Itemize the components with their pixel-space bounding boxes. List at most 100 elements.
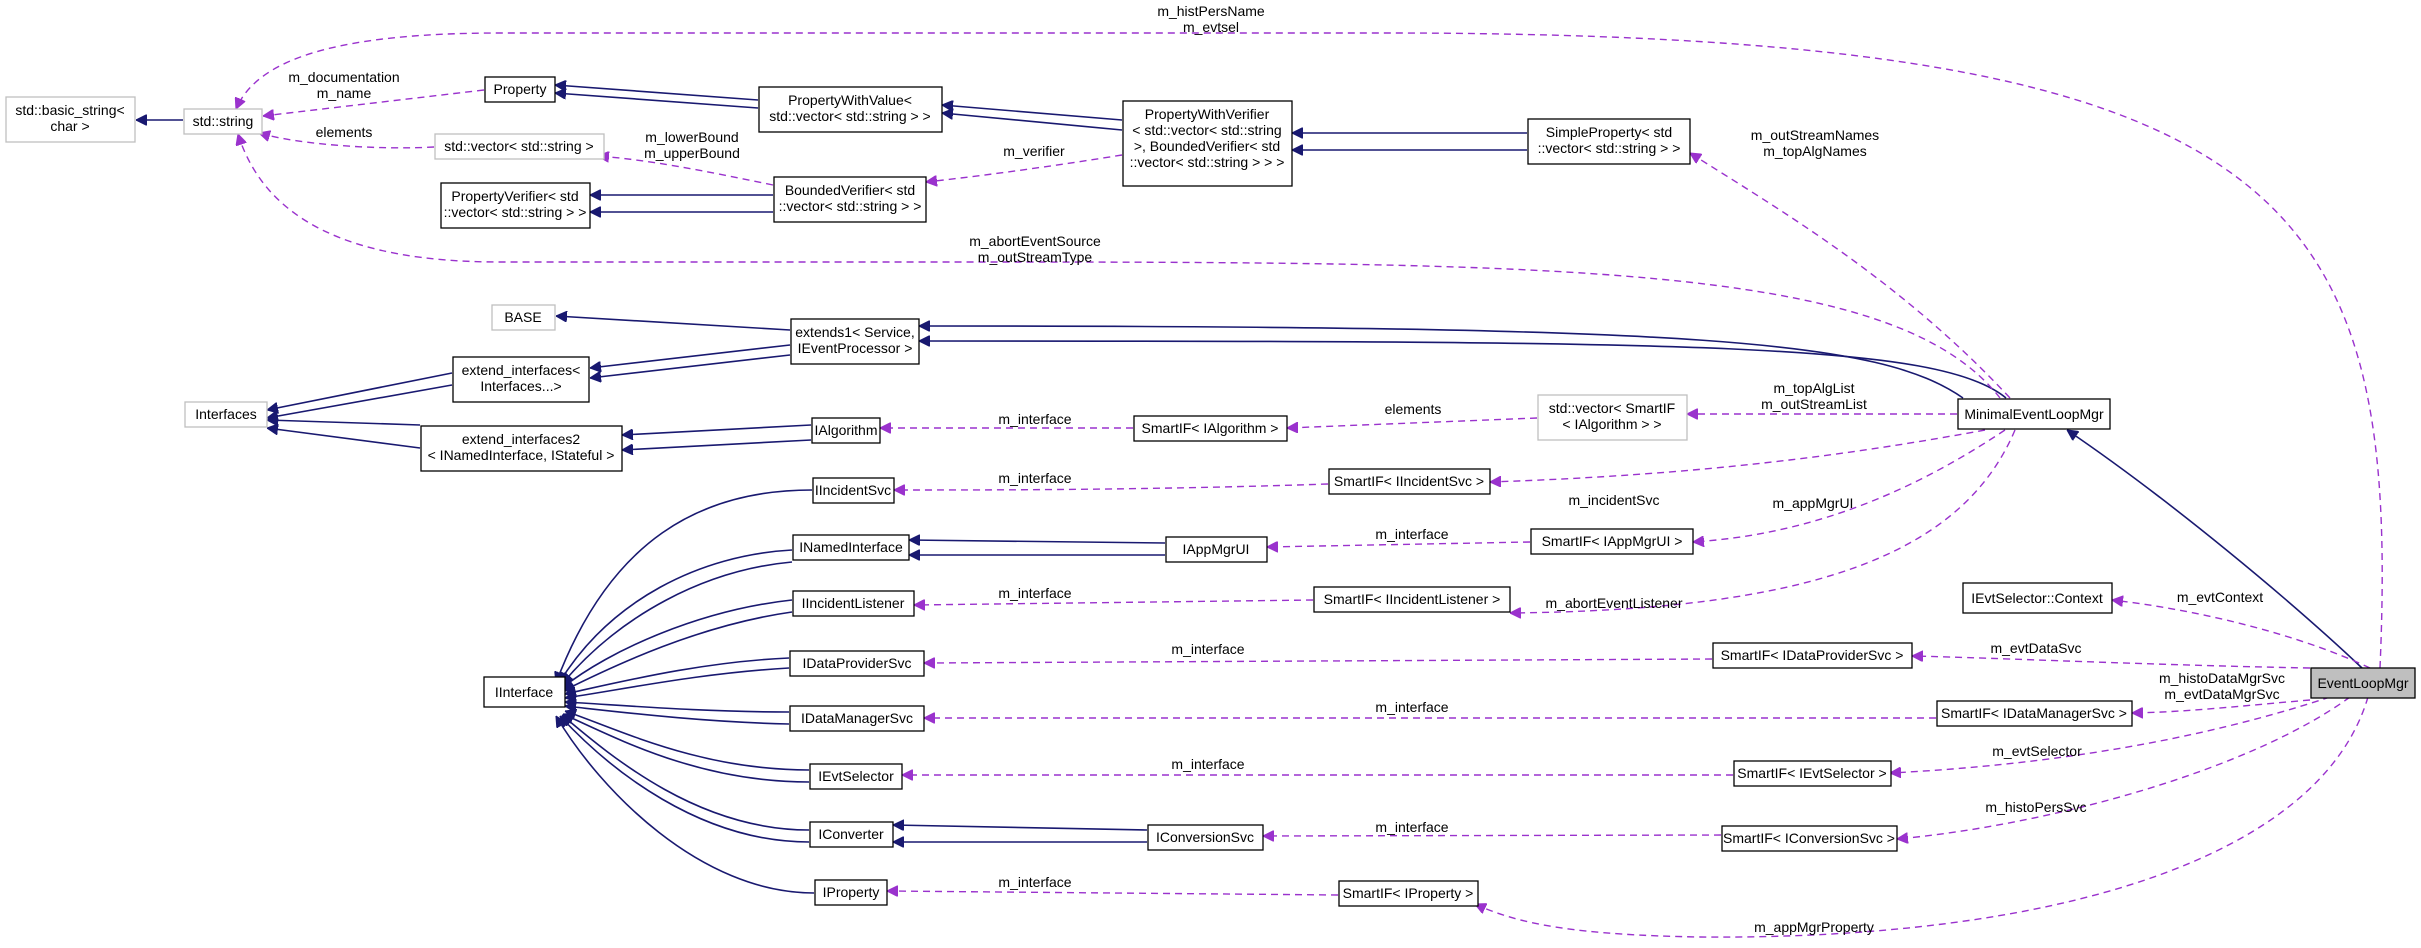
edge-bounds [598,156,774,186]
node-pwver[interactable]: PropertyWithVerifier< std::vector< std::… [1122,100,1293,187]
edge-iconv-iinterface-1 [562,715,810,831]
node-inamed[interactable]: INamedInterface [792,534,910,561]
edge-idps-iinterface-2 [565,667,790,698]
node-siinclis[interactable]: SmartIF< IIncidentListener > [1313,586,1511,613]
node-idms[interactable]: IDataManagerSvc [789,705,925,732]
label-evtsel: m_evtSelector [1992,743,2082,759]
node-iprop-label: IProperty [823,884,880,900]
node-string[interactable]: std::string [183,108,263,135]
node-siincsvc[interactable]: SmartIF< IIncidentSvc > [1328,468,1491,495]
edge-extends1-extif-2 [590,354,791,378]
node-iinclis[interactable]: IIncidentListener [792,590,915,617]
node-siinclis-label: SmartIF< IIncidentListener > [1324,591,1501,607]
label-elements2: elements [1385,401,1442,417]
label-evtctx: m_evtContext [2177,589,2263,605]
edge-iface-lis [914,599,1314,605]
node-property[interactable]: Property [484,76,556,103]
label-appmgrprop: m_appMgrProperty [1754,919,1874,935]
node-siappmgrui[interactable]: SmartIF< IAppMgrUI > [1530,528,1694,555]
node-basic-string[interactable]: std::basic_string<char > [5,96,136,143]
edge-iincsvc-iinterface [556,489,813,683]
node-ctx[interactable]: IEvtSelector::Context [1962,582,2113,614]
node-sidps[interactable]: SmartIF< IDataProviderSvc > [1712,642,1913,669]
node-sialg[interactable]: SmartIF< IAlgorithm > [1133,415,1288,442]
node-interfaces[interactable]: Interfaces [184,401,268,428]
node-idps[interactable]: IDataProviderSvc [789,650,925,677]
edge-elements1 [259,133,435,149]
node-pver[interactable]: PropertyVerifier< std::vector< std::stri… [440,182,591,229]
node-vecstr-label: std::vector< std::string > [444,138,593,154]
node-iconvsvc[interactable]: IConversionSvc [1147,824,1264,851]
node-iconv[interactable]: IConverter [809,821,894,848]
edge-minimal-extends1-1 [919,326,1964,399]
edge-pwver-pwv-2 [942,113,1123,131]
node-pwver-label: PropertyWithVerifier< std::vector< std::… [1130,106,1285,170]
edge-pwver-pwv-1 [942,105,1123,121]
edge-verifier [926,154,1123,182]
node-minimal[interactable]: MinimalEventLoopMgr [1957,398,2111,430]
label-iface-dps: m_interface [1171,641,1244,657]
edge-iconvsvc-iconv-1 [893,825,1148,831]
node-siincsvc-label: SmartIF< IIncidentSvc > [1334,473,1484,489]
node-extif2[interactable]: extend_interfaces2< INamedInterface, ISt… [420,425,623,472]
node-siprop[interactable]: SmartIF< IProperty > [1338,880,1479,907]
node-pver-label: PropertyVerifier< std::vector< std::stri… [444,188,587,220]
edge-extif-interfaces-1 [267,372,453,410]
edge-extends1-extif-1 [590,344,791,368]
node-base[interactable]: BASE [491,304,556,331]
node-extif[interactable]: extend_interfaces<Interfaces...> [452,356,590,403]
label-incsvc: m_incidentSvc [1568,492,1659,508]
node-siconvsvc[interactable]: SmartIF< IConversionSvc > [1721,825,1898,852]
edge-appmgrui [1693,429,2006,542]
edge-iinclis-iinterface-2 [563,611,793,692]
node-iprop[interactable]: IProperty [814,879,888,906]
edge-inamed-iinterface-1 [558,549,793,683]
node-sievtsel-label: SmartIF< IEvtSelector > [1737,765,1886,781]
node-iappmgrui[interactable]: IAppMgrUI [1165,536,1268,563]
node-interfaces-label: Interfaces [195,406,256,422]
label-elements1: elements [316,124,373,140]
node-iincsvc[interactable]: IIncidentSvc [812,477,895,504]
edge-iprop-iinterface [555,716,815,894]
label-appmgrui: m_appMgrUI [1773,495,1854,511]
node-sidms[interactable]: SmartIF< IDataManagerSvc > [1936,700,2133,727]
edge-extends1-base [556,316,791,331]
node-siprop-label: SmartIF< IProperty > [1343,885,1474,901]
node-base-label: BASE [504,309,541,325]
edge-histpers [236,32,2383,669]
node-pwv[interactable]: PropertyWithValue<std::vector< std::stri… [758,86,943,133]
edge-extif2-interfaces-1 [267,420,421,425]
edge-minimal-extends1-2 [919,341,2007,399]
edge-extif2-interfaces-2 [267,428,421,449]
node-basic-string-label: std::basic_string<char > [15,102,124,134]
node-sialg-label: SmartIF< IAlgorithm > [1142,420,1279,436]
edge-histopers [1897,696,2351,839]
node-evtloop-label: EventLoopMgr [2317,675,2408,691]
node-evtloop[interactable]: EventLoopMgr [2310,667,2416,699]
node-extends1-label: extends1< Service,IEventProcessor > [795,324,914,356]
node-idps-label: IDataProviderSvc [803,655,912,671]
node-ialg-label: IAlgorithm [814,422,877,438]
node-bver[interactable]: BoundedVerifier< std::vector< std::strin… [773,176,927,223]
node-extends1[interactable]: extends1< Service,IEventProcessor > [790,318,920,365]
edge-histodata [2132,699,2311,713]
edge-inamed-iinterface-2 [562,561,793,684]
edge-idms-iinterface-2 [565,706,790,725]
node-vecstr[interactable]: std::vector< std::string > [434,133,605,160]
node-simple[interactable]: SimpleProperty< std::vector< std::string… [1527,118,1691,165]
node-iinterface[interactable]: IInterface [483,676,566,708]
node-ialg[interactable]: IAlgorithm [811,417,881,444]
edge-iface-prop [887,891,1339,895]
node-ievtsel[interactable]: IEvtSelector [809,763,903,790]
node-vecsalg[interactable]: std::vector< SmartIF< IAlgorithm > > [1537,394,1688,441]
edge-iface-conv [1263,835,1722,836]
edge-iface-appmgr [1267,542,1531,547]
node-iinterface-label: IInterface [495,684,554,700]
node-sievtsel[interactable]: SmartIF< IEvtSelector > [1733,760,1892,787]
